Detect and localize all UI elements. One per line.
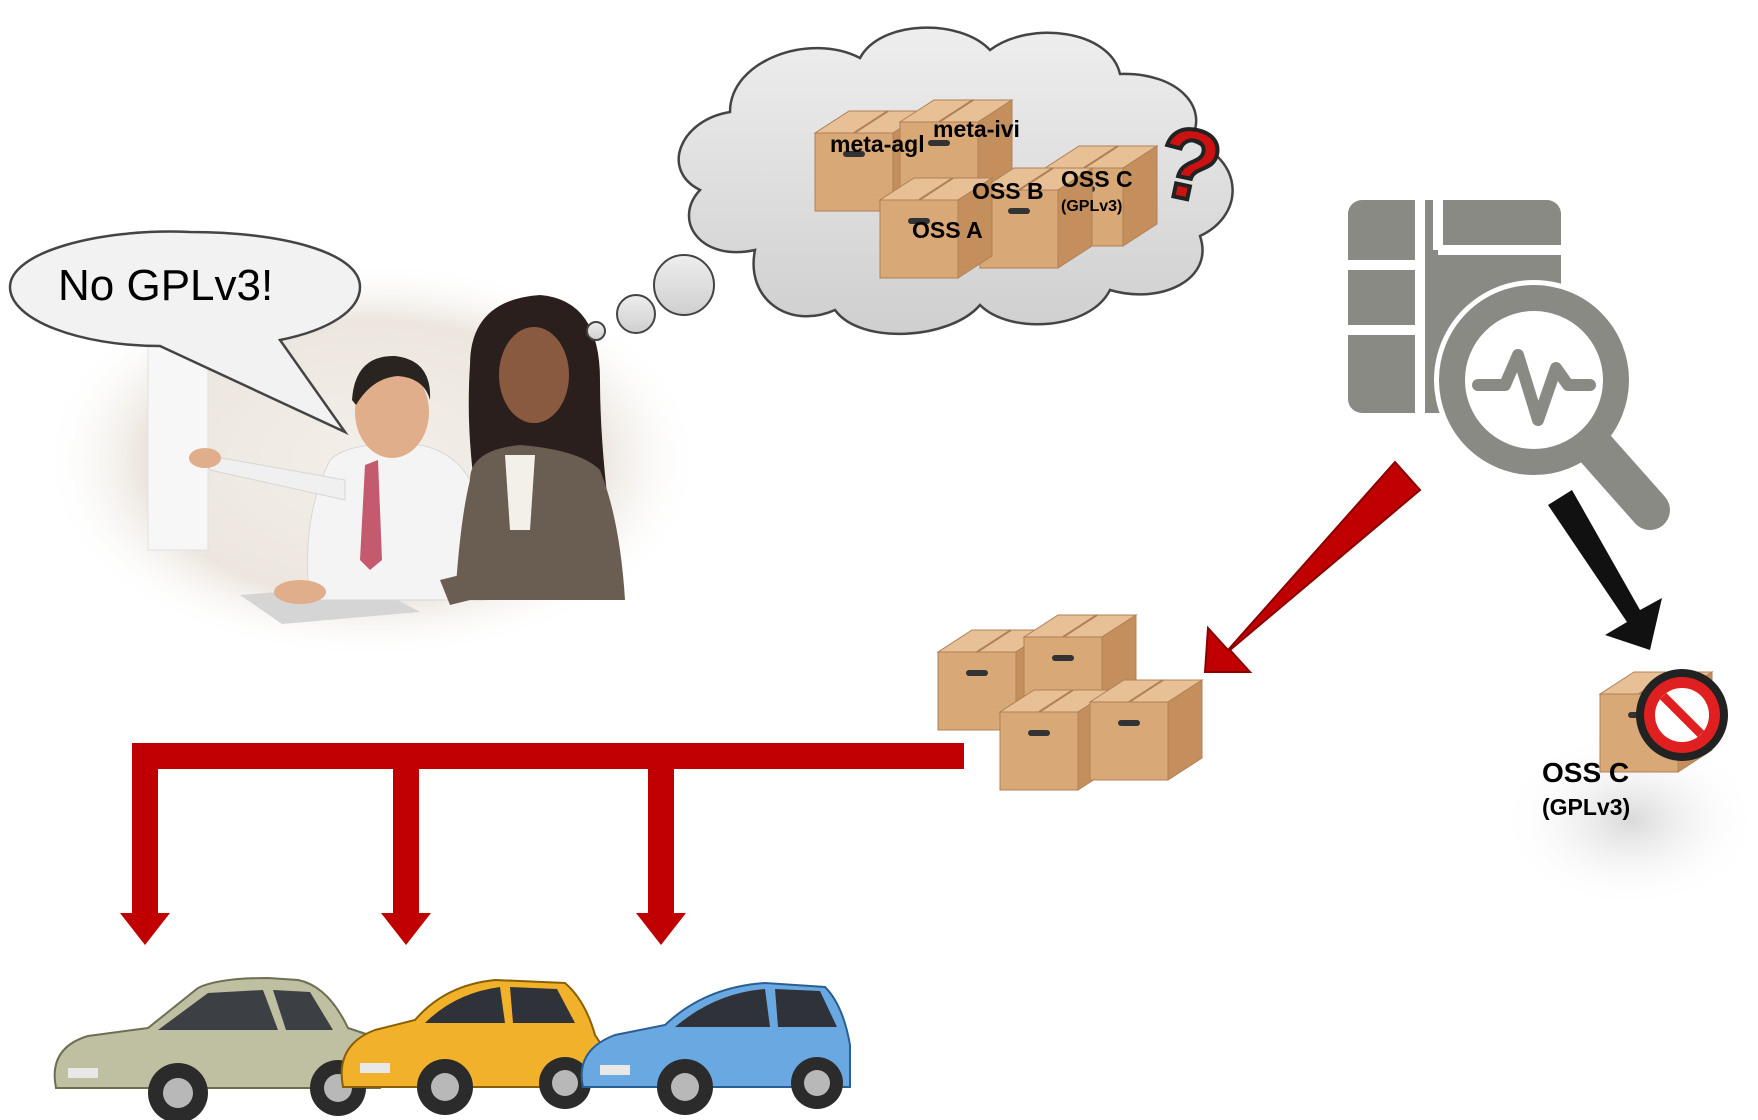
- label-oss-a: OSS A: [912, 217, 983, 243]
- label-meta-agl: meta-agl: [830, 131, 925, 157]
- arrow-to-approved: [1203, 460, 1422, 673]
- monitor: [147, 329, 209, 551]
- rejected-license: (GPLv3): [1542, 794, 1630, 820]
- label-meta-ivi: meta-ivi: [933, 116, 1020, 142]
- speech-text: No GPLv3!: [58, 261, 273, 310]
- man-figure: [189, 355, 486, 604]
- car-icon: [53, 976, 385, 1120]
- distribution-arrows: [120, 743, 964, 945]
- label-oss-b: OSS B: [972, 178, 1044, 204]
- thought-dot-medium: [616, 294, 656, 334]
- arrow-to-rejected: [1548, 490, 1662, 650]
- car-icon: [580, 981, 851, 1115]
- rejected-shadow: [1500, 730, 1758, 910]
- woman-figure: [440, 295, 625, 605]
- prohibited-icon: [1636, 669, 1728, 761]
- thought-dot-small: [586, 321, 606, 341]
- label-oss-c-license: (GPLv3): [1061, 198, 1122, 215]
- thought-dot-large: [653, 254, 715, 316]
- rejected-label: OSS C: [1542, 757, 1629, 788]
- approved-box-4: [1089, 679, 1203, 781]
- speech-bubble: [8, 230, 362, 436]
- magnifier-icon: [1434, 280, 1670, 530]
- car-icon: [340, 978, 607, 1115]
- label-oss-c: OSS C: [1061, 166, 1133, 192]
